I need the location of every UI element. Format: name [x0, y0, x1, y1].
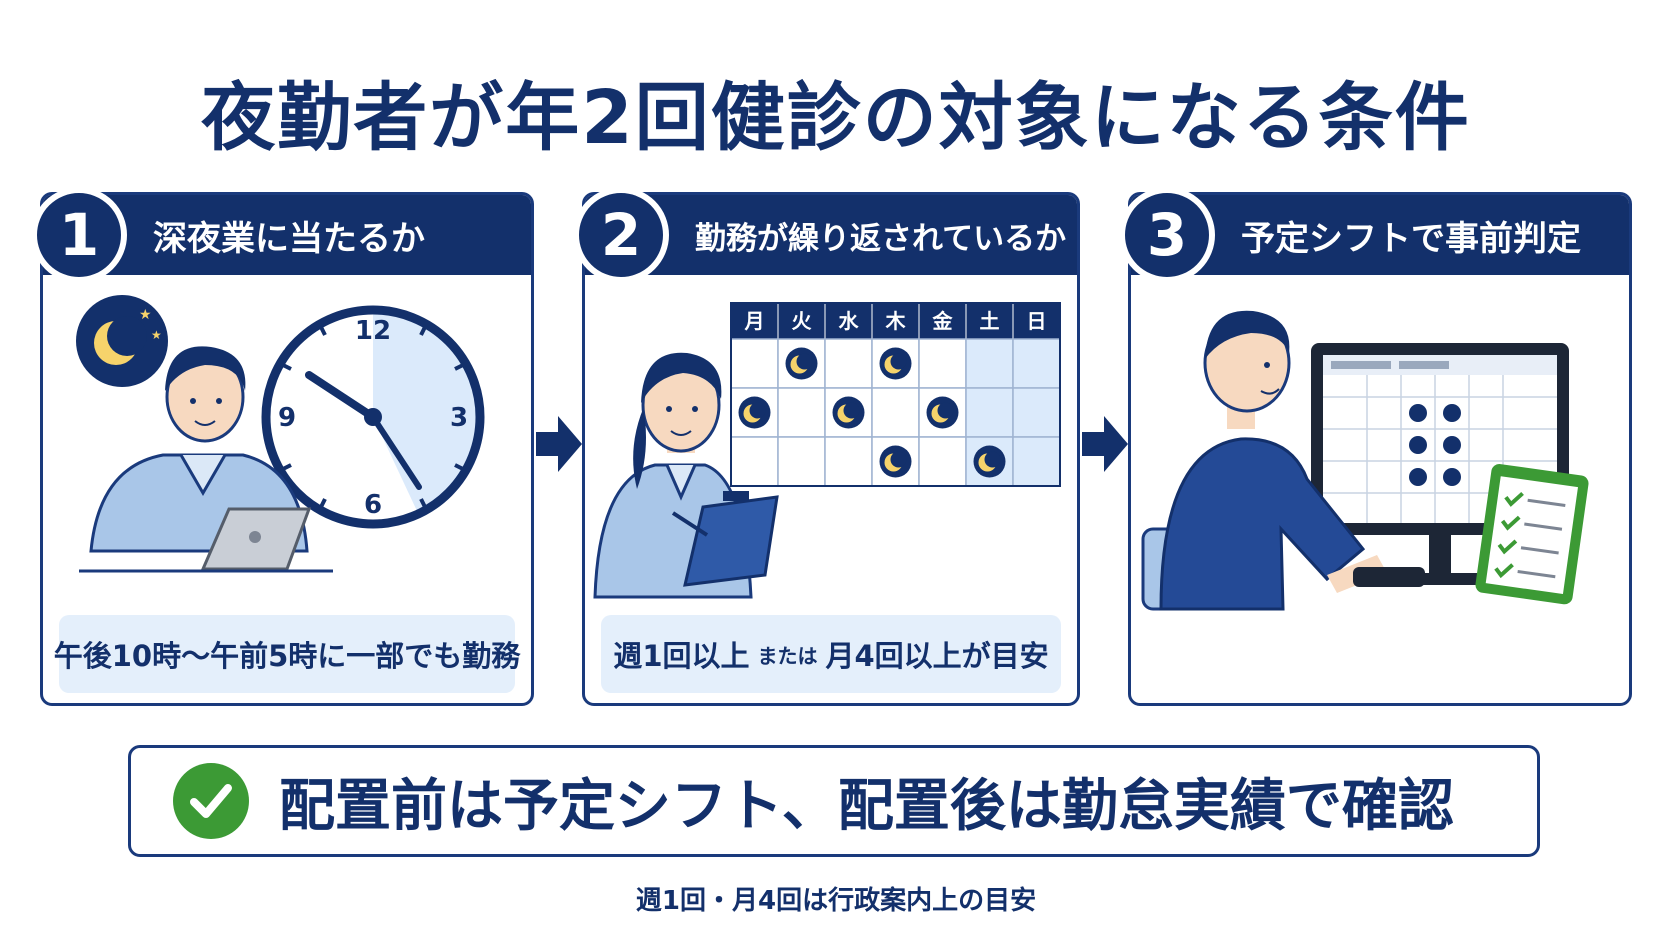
night-shift-moon-icon: [879, 347, 912, 380]
night-shift-moon-icon: [738, 396, 771, 429]
calendar-day-header: [1012, 302, 1061, 340]
caption-or: または: [757, 643, 818, 668]
calendar-cell: [824, 338, 873, 389]
worker-with-laptop: [79, 346, 333, 573]
arrow-right-icon: [536, 416, 582, 472]
calendar-day-label: 日: [1027, 309, 1047, 333]
calendar-cell: [1012, 387, 1061, 438]
clock-label-9: 9: [278, 403, 296, 433]
clock-icon: 12 3 6 9: [261, 305, 485, 529]
office-worker: [1141, 310, 1425, 611]
step-caption: 週1回以上 または 月4回以上が目安: [601, 615, 1061, 693]
night-shift-moon-icon: [926, 396, 959, 429]
worker-with-clipboard: [593, 352, 779, 599]
calendar-day-label: 土: [980, 309, 1000, 333]
calendar-frame: [730, 302, 1061, 487]
calendar-cell: [965, 387, 1014, 438]
step-heading: 深夜業に当たるか: [153, 218, 425, 259]
calendar-day-label: 金: [932, 309, 954, 333]
calendar-cell: [730, 338, 779, 389]
monitor-icon: [1311, 343, 1569, 585]
calendar-day-label: 火: [792, 309, 813, 333]
calendar-cell: [871, 387, 920, 438]
step-number: 1: [31, 187, 127, 283]
night-shift-moon-icon: [879, 445, 912, 478]
svg-text:★: ★: [151, 328, 162, 342]
moon-stars-icon: ★ ★: [76, 295, 168, 387]
checklist-clipboard-icon: [1475, 463, 1589, 605]
calendar-cell: [730, 436, 779, 487]
svg-text:★: ★: [139, 307, 152, 323]
office-worker-monitor-illustration: [1141, 310, 1589, 611]
step-caption: 午後10時〜午前5時に一部でも勤務: [54, 615, 520, 693]
calendar-cell: [965, 338, 1014, 389]
calendar-day-header: [918, 302, 967, 340]
step-heading: 勤務が繰り返されているか: [695, 220, 1067, 257]
step-heading: 予定シフトで事前判定: [1241, 218, 1581, 259]
weekly-calendar: 月火水木金土日: [730, 302, 1061, 487]
night-shift-moon-icon: [832, 396, 865, 429]
calendar-cell: [777, 436, 826, 487]
calendar-cell: [777, 387, 826, 438]
night-worker-illustration: ★ ★ 12 3 6 9: [76, 295, 485, 573]
night-shift-moon-icon: [785, 347, 818, 380]
clock-label-6: 6: [364, 490, 382, 520]
step-number: 3: [1119, 187, 1215, 283]
night-shift-moon-icon: [973, 445, 1006, 478]
page-title: 夜勤者が年2回健診の対象になる条件: [201, 75, 1471, 161]
summary-box: 配置前は予定シフト、配置後は勤怠実績で確認: [128, 745, 1540, 857]
caption-weekly: 週1回以上: [613, 639, 750, 673]
step-card-1: 1 深夜業に当たるか ★ ★ 12 3 6 9: [31, 187, 534, 706]
caption-monthly: 月4回以上が目安: [825, 639, 1049, 673]
step-card-3: 3 予定シフトで事前判定: [1119, 187, 1632, 706]
clock-label-12: 12: [355, 316, 391, 346]
arrow-right-icon: [1082, 416, 1128, 472]
calendar-cell: [918, 436, 967, 487]
calendar-day-label: 水: [839, 309, 860, 333]
calendar-cell: [1012, 436, 1061, 487]
calendar-day-label: 木: [885, 309, 907, 333]
calendar-day-header: [777, 302, 826, 340]
footnote: 週1回・月4回は行政案内上の目安: [635, 886, 1037, 916]
calendar-day-label: 月: [744, 309, 765, 333]
calendar-cell: [918, 338, 967, 389]
shift-calendar-illustration: 月火水木金土日: [593, 302, 1061, 599]
calendar-cell: [1012, 338, 1061, 389]
step-card-2: 2 勤務が繰り返されているか 月 火 水 木 金 土 日 週1回以上 または 月4回以上が目…: [573, 187, 1080, 706]
calendar-day-header: [871, 302, 920, 340]
summary-text: 配置前は予定シフト、配置後は勤怠実績で確認: [279, 773, 1454, 839]
check-icon: [173, 763, 249, 839]
calendar-cell: [824, 436, 873, 487]
clock-label-3: 3: [450, 403, 468, 433]
step-number: 2: [573, 187, 669, 283]
